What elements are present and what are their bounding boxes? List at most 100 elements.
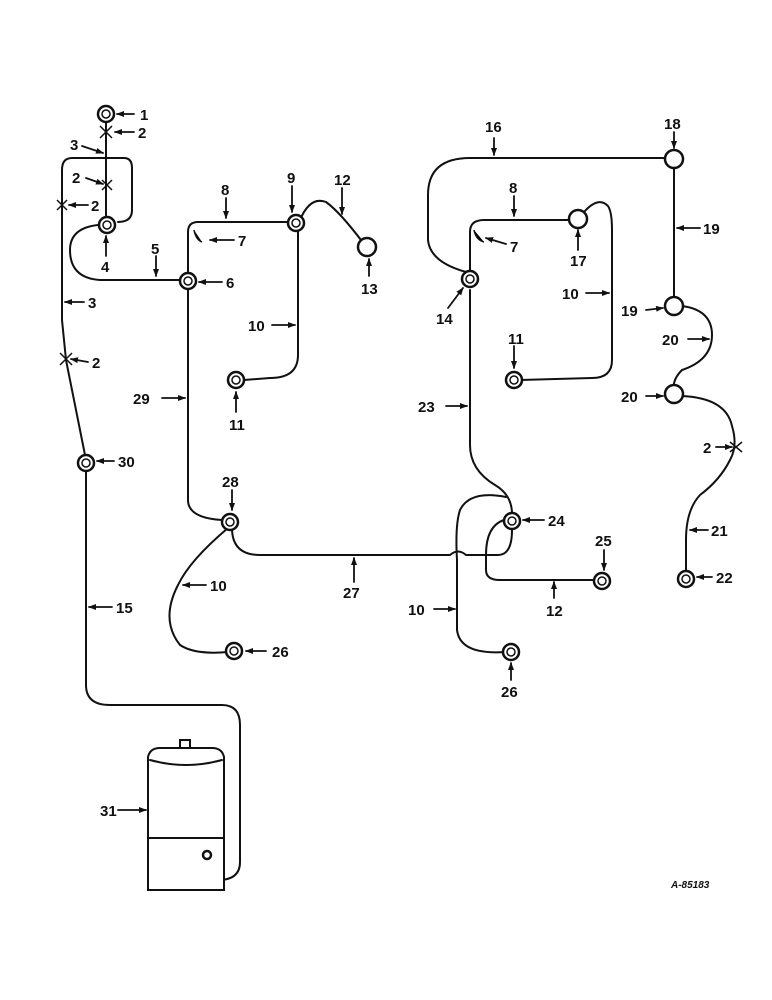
callout-7-a: 7 — [238, 233, 246, 250]
fitting-4 — [97, 215, 117, 235]
line-8 — [187, 221, 293, 279]
reservoir-tank — [147, 739, 225, 891]
fitting-9 — [286, 213, 306, 233]
callout-25: 25 — [595, 533, 612, 550]
callout-24: 24 — [548, 513, 565, 530]
line-5 — [69, 224, 186, 281]
callout-10-c: 10 — [562, 286, 579, 303]
callout-2-a: 2 — [138, 125, 146, 142]
line-20 — [672, 305, 713, 391]
callout-8-a: 8 — [221, 182, 229, 199]
callout-13: 13 — [361, 281, 378, 298]
callout-17: 18 — [664, 116, 681, 133]
arrow-3a — [81, 145, 104, 154]
line-3-outer — [61, 157, 107, 461]
clamp-x-4 — [59, 352, 73, 366]
callout-19-a: 19 — [621, 303, 638, 320]
line-10-right — [519, 201, 613, 381]
callout-2-b: 2 — [72, 170, 80, 187]
tube-cut-marks — [193, 229, 485, 243]
callout-16: 17 — [570, 253, 587, 270]
callout-8-b: 8 — [509, 180, 517, 197]
line-10-lower-right — [455, 494, 507, 654]
callout-12-a: 12 — [334, 172, 351, 189]
line-27 — [231, 527, 513, 556]
callout-10-d: 10 — [408, 602, 425, 619]
arrow-2b — [85, 177, 104, 185]
line-21 — [681, 395, 736, 576]
clamp-marks — [56, 125, 743, 453]
line-15-top — [427, 157, 669, 273]
fitting-24 — [502, 511, 522, 531]
callout-2-c: 2 — [91, 198, 99, 215]
callout-5: 5 — [151, 241, 159, 258]
callout-11-a: 11 — [229, 417, 245, 434]
arrow-19a — [645, 305, 664, 312]
arrow-14 — [447, 287, 464, 309]
callout-18: 19 — [703, 221, 720, 238]
line-12-left — [299, 199, 365, 245]
line-10-lower-left — [168, 527, 229, 654]
fitting-19-lower — [663, 383, 685, 405]
callout-2-d: 2 — [92, 355, 100, 372]
callout-30: 30 — [118, 454, 135, 471]
callout-15-b: 16 — [485, 119, 502, 136]
diagram-code: A-85183 — [670, 880, 710, 891]
callout-9: 9 — [287, 170, 295, 187]
fitting-26-left — [224, 641, 244, 661]
fitting-19-upper — [663, 295, 685, 317]
callout-3-b: 3 — [88, 295, 96, 312]
callout-10-a: 10 — [248, 318, 265, 335]
callout-3-a: 3 — [70, 137, 78, 154]
callout-26-a: 26 — [272, 644, 289, 661]
callout-10-b: 10 — [210, 578, 227, 595]
lines — [61, 119, 736, 881]
arrow-2d — [70, 357, 89, 364]
fitting-26-right — [501, 642, 521, 662]
callout-arrows — [64, 111, 733, 813]
line-23 — [469, 289, 513, 515]
callout-15-a: 15 — [116, 600, 133, 617]
callout-2-e: 2 — [703, 440, 711, 457]
fitting-22 — [676, 569, 696, 589]
arrow-7b — [485, 237, 507, 245]
line-8-right — [469, 219, 571, 271]
callout-6: 6 — [226, 275, 234, 292]
fittings — [76, 104, 696, 662]
callout-23: 23 — [418, 399, 435, 416]
callout-19-b: 20 — [621, 389, 638, 406]
fitting-16 — [567, 208, 589, 230]
fitting-11-left — [226, 370, 246, 390]
callout-7-b: 7 — [510, 239, 518, 256]
clamp-x-3 — [56, 199, 68, 211]
cut-mark-7-left — [193, 229, 203, 243]
callout-11-b: 11 — [508, 331, 524, 348]
line-10-left — [243, 227, 299, 381]
line-29 — [187, 287, 223, 521]
callout-31: 31 — [100, 803, 117, 820]
line-12-lower-right — [485, 519, 597, 581]
callout-29: 29 — [133, 391, 150, 408]
callout-4: 4 — [101, 259, 110, 276]
callout-26-b: 26 — [501, 684, 518, 701]
callout-1: 1 — [140, 107, 148, 124]
fitting-25 — [592, 571, 612, 591]
line-loop-right — [105, 157, 133, 223]
fitting-13 — [356, 236, 378, 258]
callout-labels: 1 2 3 2 2 4 5 3 6 7 8 9 12 13 10 11 2 29… — [70, 107, 733, 891]
callout-20: 20 — [662, 332, 679, 349]
line-15-left — [85, 469, 241, 881]
fitting-14 — [460, 269, 480, 289]
fitting-17 — [663, 148, 685, 170]
callout-22: 22 — [716, 570, 733, 587]
clamp-x-5 — [729, 441, 743, 453]
fitting-6 — [178, 271, 198, 291]
cut-mark-7-right — [473, 229, 485, 243]
fitting-30 — [76, 453, 96, 473]
callout-14: 14 — [436, 311, 453, 328]
fitting-1 — [96, 104, 116, 124]
fitting-28 — [220, 512, 240, 532]
clamp-x-1 — [99, 125, 113, 139]
fitting-11-right — [504, 370, 524, 390]
